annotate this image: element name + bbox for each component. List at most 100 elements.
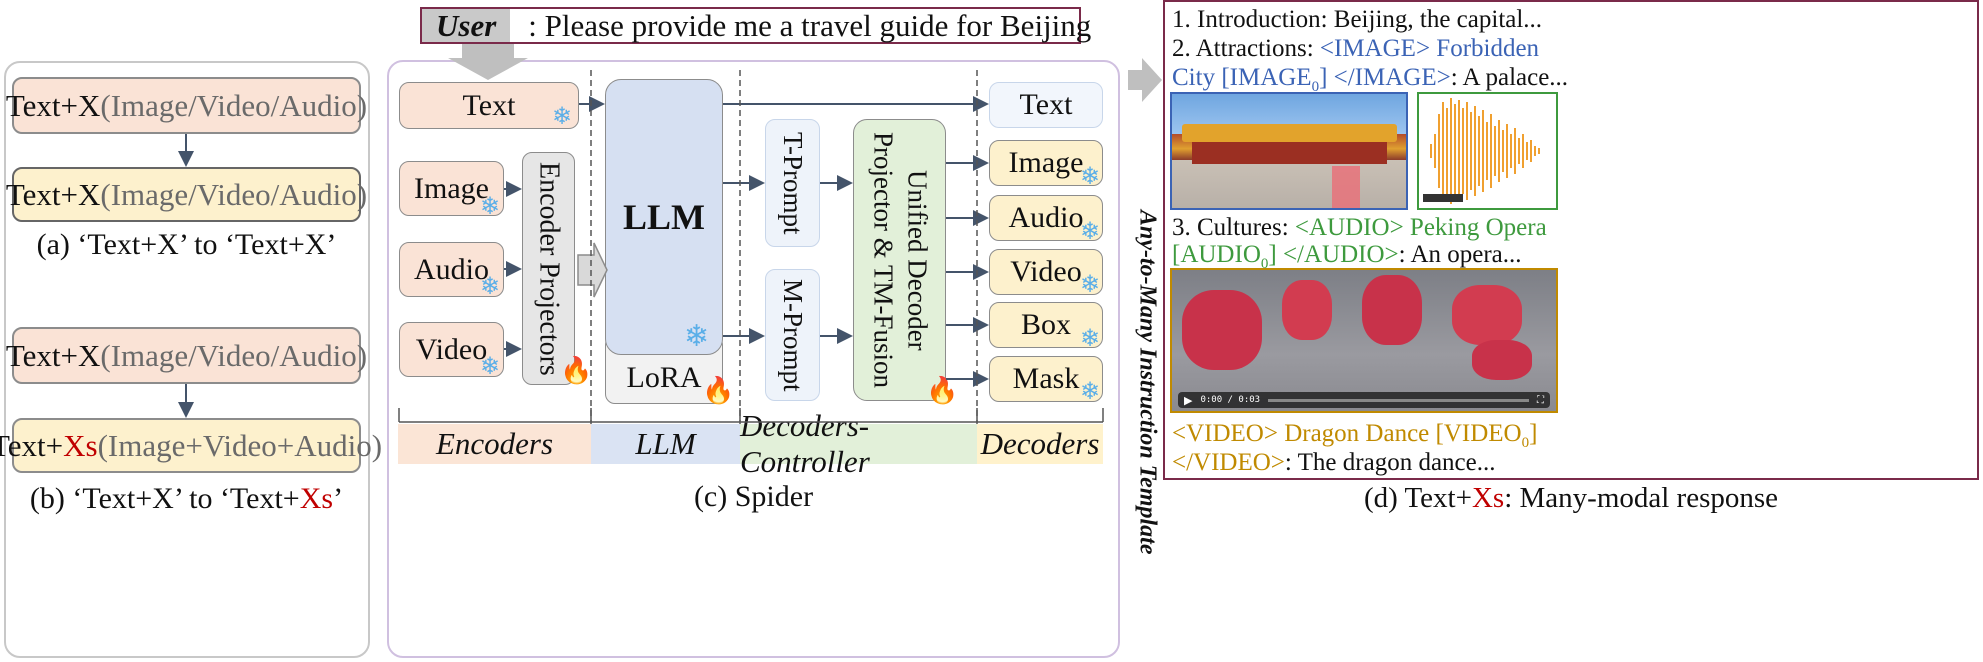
frozen-icon: ❄ <box>1080 379 1101 405</box>
resp-line6-tag: <VIDEO> Dragon Dance [VIDEO <box>1172 420 1522 447</box>
forbidden-city-image <box>1170 92 1408 210</box>
dragon-dance-video: ▶ 0:00 / 0:03 ⛶ <box>1170 268 1558 413</box>
dragon-shape <box>1282 280 1332 340</box>
video-progress[interactable] <box>1268 398 1529 402</box>
video-time: 0:00 / 0:03 <box>1200 395 1261 405</box>
play-icon[interactable]: ▶ <box>1184 393 1193 407</box>
fullscreen-icon[interactable]: ⛶ <box>1537 394 1544 406</box>
output-audio: Audio <box>989 195 1103 241</box>
panel-a-output-paren: (Image/Video/Audio) <box>100 176 368 212</box>
dragon-shape <box>1472 340 1532 380</box>
user-prompt-text: : Please provide me a travel guide for B… <box>528 7 1092 43</box>
panel-b-output-xs: Xs <box>63 427 98 463</box>
m-prompt-box: M-Prompt <box>765 269 820 401</box>
input-video: Video <box>399 322 504 377</box>
encoder-projectors: Encoder Projectors <box>522 152 575 385</box>
resp-line5-tag2: ] </AUDIO> <box>1268 241 1399 268</box>
resp-line5-post: : An opera... <box>1398 241 1522 268</box>
audio-waveform <box>1417 92 1558 210</box>
red-carpet <box>1332 166 1360 208</box>
panel-a-input-paren: (Image/Video/Audio) <box>100 87 368 123</box>
user-prompt-box: User : Please provide me a travel guide … <box>420 7 1091 44</box>
side-label: Any-to-Many Instruction Template <box>1134 210 1161 555</box>
input-image: Image <box>399 161 504 216</box>
panel-a-output-box: Text+X(Image/Video/Audio) <box>6 167 367 222</box>
resp-line7-tag: </VIDEO> <box>1172 449 1285 476</box>
resp-line3-tag: City [IMAGE <box>1172 64 1312 91</box>
panel-a-input-box: Text+X(Image/Video/Audio) <box>6 77 367 134</box>
resp-line4: 3. Cultures: <AUDIO> Peking Opera <box>1172 213 1547 243</box>
spider-caption: (c) Spider <box>693 480 814 513</box>
panel-a-caption: (a) ‘Text+X’ to ‘Text+X’ <box>36 228 337 261</box>
response-caption-post: : Many-modal response <box>1504 482 1779 514</box>
resp-line5-sub: 0 <box>1260 256 1269 272</box>
t-prompt-box: T-Prompt <box>765 119 820 247</box>
unified-decoder-label: Unified Decoder Projector & TM-Fusion <box>868 132 933 388</box>
resp-line4-pre: 3. Cultures: <box>1172 214 1295 241</box>
resp-line3: City [IMAGE0] </IMAGE>: A palace... <box>1172 63 1568 96</box>
resp-line2-pre: 2. Attractions: <box>1172 35 1320 62</box>
resp-line2-tag: <IMAGE> Forbidden <box>1319 35 1540 62</box>
output-box: Box <box>989 302 1103 348</box>
resp-line3-tag2: ] </IMAGE> <box>1319 64 1451 91</box>
output-video: Video <box>989 249 1103 295</box>
video-controls[interactable]: ▶ 0:00 / 0:03 ⛶ <box>1178 392 1550 408</box>
encoder-projectors-label: Encoder Projectors <box>533 161 565 376</box>
panel-b-input-box: Text+X(Image/Video/Audio) <box>6 327 367 384</box>
llm-box: LLM <box>605 79 723 355</box>
resp-line6: <VIDEO> Dragon Dance [VIDEO0] <box>1172 419 1537 452</box>
palace-wall <box>1192 142 1387 164</box>
panel-b-output-box: Text+Xs(Image+Video+Audio) <box>0 418 382 473</box>
input-text: Text <box>399 82 579 129</box>
panel-ab <box>4 61 370 658</box>
panel-b-caption-xs: Xs <box>299 482 334 515</box>
frozen-icon: ❄ <box>1080 219 1101 245</box>
input-audio: Audio <box>399 242 504 297</box>
panel-a-input-prefix: Text+X <box>5 87 101 123</box>
trainable-icon: 🔥 <box>926 376 959 405</box>
panel-b-input-paren: (Image/Video/Audio) <box>100 337 368 373</box>
palace-roof <box>1182 124 1397 142</box>
dragon-shape <box>1182 290 1262 370</box>
panel-b-caption-post: ’ <box>333 482 344 515</box>
resp-line4-tag: <AUDIO> Peking Opera <box>1294 214 1547 241</box>
frozen-icon: ❄ <box>684 320 710 353</box>
resp-line6-sub: 0 <box>1521 435 1530 451</box>
panel-spider <box>387 60 1120 658</box>
panel-a-output-prefix: Text+X <box>5 176 101 212</box>
resp-line7: </VIDEO>: The dragon dance... <box>1172 448 1495 478</box>
resp-line1: 1. Introduction: Beijing, the capital... <box>1172 6 1543 33</box>
panel-b-caption-pre: (b) ‘Text+X’ to ‘Text+ <box>29 482 300 515</box>
frozen-icon: ❄ <box>1080 164 1101 190</box>
band-encoders: Encoders <box>398 424 591 464</box>
frozen-icon: ❄ <box>480 274 501 300</box>
panel-b-output-paren: (Image+Video+Audio) <box>97 427 383 463</box>
resp-line3-post: : A palace... <box>1450 64 1569 91</box>
lora-label: LoRA <box>626 361 702 394</box>
resp-line7-post: : The dragon dance... <box>1284 449 1496 476</box>
resp-line6-tag2: ] <box>1529 420 1538 447</box>
frozen-icon: ❄ <box>1080 272 1101 298</box>
response-caption-pre: (d) Text+ <box>1363 482 1472 514</box>
dragon-shape <box>1452 285 1522 345</box>
panel-b-caption: (b) ‘Text+X’ to ‘Text+Xs’ <box>12 482 361 516</box>
response-caption: (d) Text+Xs: Many-modal response <box>1163 482 1979 515</box>
waveform-svg <box>1423 98 1540 204</box>
response-panel <box>1163 0 1979 480</box>
response-caption-xs: Xs <box>1471 482 1505 514</box>
llm-label: LLM <box>622 197 705 237</box>
output-mask: Mask <box>989 356 1103 402</box>
resp-line2: 2. Attractions: <IMAGE> Forbidden <box>1172 34 1539 64</box>
frozen-icon: ❄ <box>1080 326 1101 352</box>
band-decoders: Decoders <box>977 424 1103 464</box>
frozen-icon: ❄ <box>480 194 501 220</box>
m-prompt-label: M-Prompt <box>778 278 808 392</box>
dragon-shape <box>1362 275 1422 345</box>
unified-decoder-box: Unified Decoder Projector & TM-Fusion <box>853 119 946 401</box>
user-label: User <box>422 8 511 43</box>
t-prompt-label: T-Prompt <box>778 131 808 235</box>
resp-line5: [AUDIO0] </AUDIO>: An opera... <box>1172 240 1522 273</box>
panel-b-output-prefix: Text+ <box>0 427 64 463</box>
resp-line5-tag: [AUDIO <box>1172 241 1261 268</box>
